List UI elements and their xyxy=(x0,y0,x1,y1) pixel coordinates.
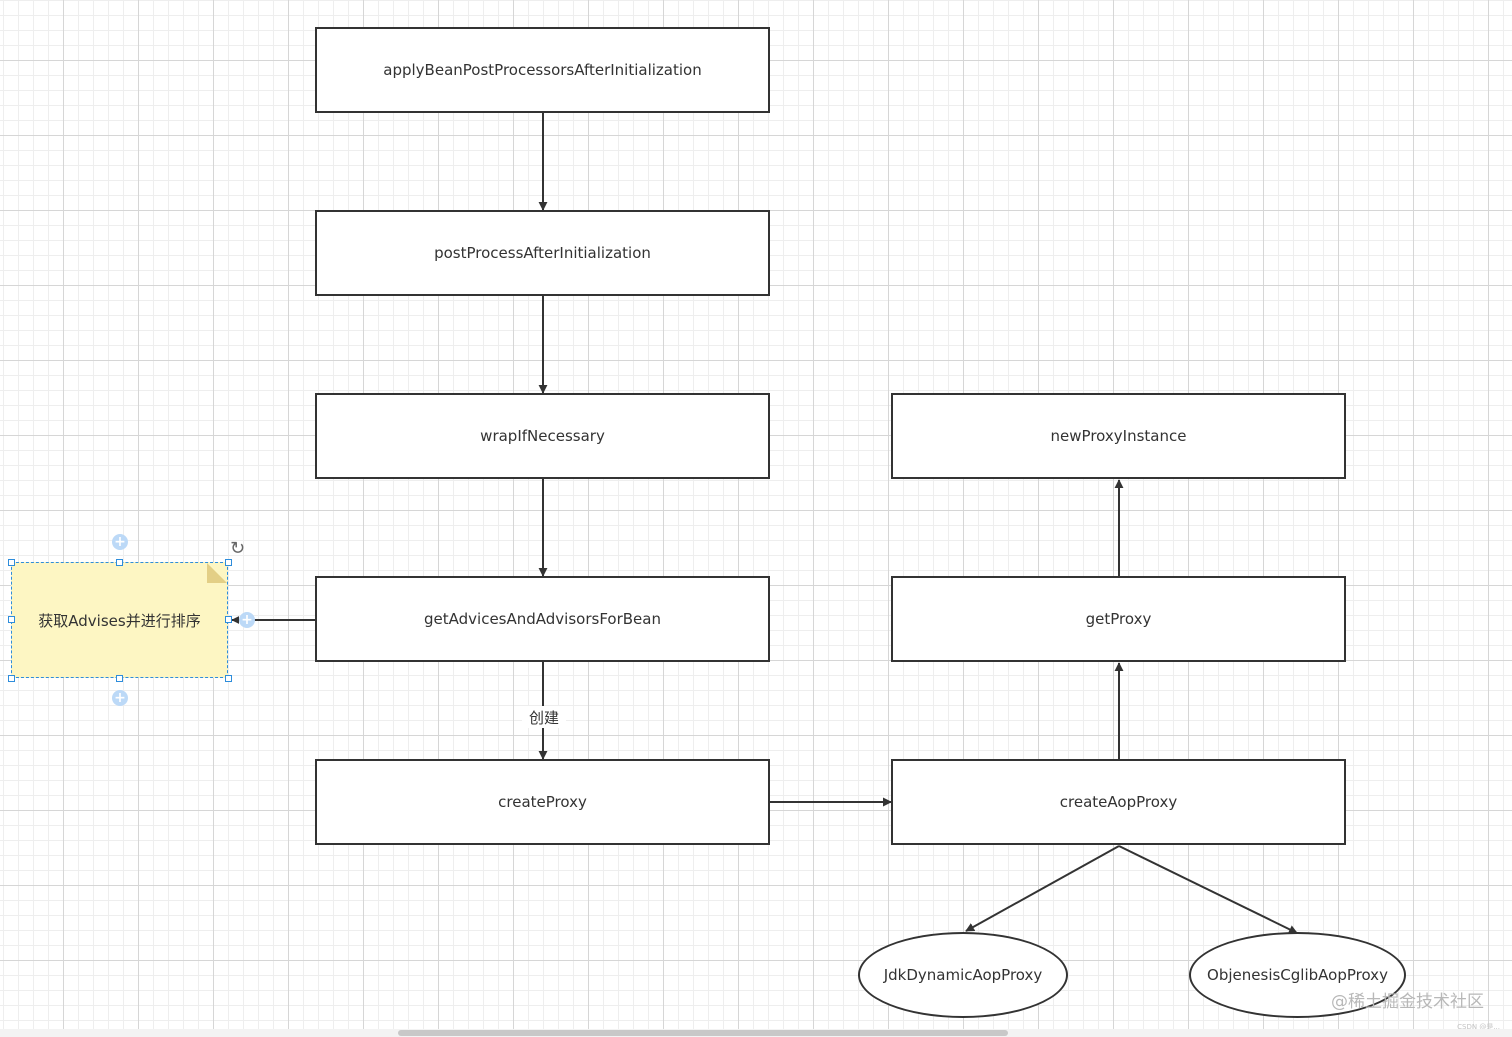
resize-handle-top-right[interactable] xyxy=(225,559,232,566)
add-connection-top-plus-icon[interactable]: + xyxy=(112,534,128,550)
resize-handle-bottom-right[interactable] xyxy=(225,675,232,682)
node-label: applyBeanPostProcessorsAfterInitializati… xyxy=(383,61,702,79)
node-label: getProxy xyxy=(1085,610,1152,628)
node-label: createAopProxy xyxy=(1059,793,1178,811)
resize-handle-bottom[interactable] xyxy=(116,675,123,682)
node-label: newProxyInstance xyxy=(1050,427,1187,445)
horizontal-scrollbar[interactable] xyxy=(0,1029,1512,1037)
node-create-proxy[interactable]: createProxy xyxy=(315,759,770,845)
watermark-text: @稀土掘金技术社区 xyxy=(1331,992,1484,1012)
node-wrap-if-necessary[interactable]: wrapIfNecessary xyxy=(315,393,770,479)
node-label: postProcessAfterInitialization xyxy=(434,244,651,262)
horizontal-scrollbar-thumb[interactable] xyxy=(398,1030,1008,1036)
node-label: ObjenesisCglibAopProxy xyxy=(1207,966,1388,984)
resize-handle-bottom-left[interactable] xyxy=(8,675,15,682)
edge-label-create: 创建 xyxy=(522,706,566,728)
node-label: JdkDynamicAopProxy xyxy=(883,966,1043,984)
node-new-proxy-instance[interactable]: newProxyInstance xyxy=(891,393,1346,479)
rotate-icon[interactable]: ↻ xyxy=(230,538,246,559)
node-jdk-dynamic-aop-proxy[interactable]: JdkDynamicAopProxy xyxy=(858,932,1068,1018)
node-get-proxy[interactable]: getProxy xyxy=(891,576,1346,662)
note-text: 获取Advises并进行排序 xyxy=(38,611,201,630)
node-label: getAdvicesAndAdvisorsForBean xyxy=(424,610,661,628)
node-objenesis-cglib-aop-proxy[interactable]: ObjenesisCglibAopProxy xyxy=(1189,932,1406,1018)
sticky-note[interactable]: 获取Advises并进行排序 xyxy=(11,562,228,678)
edge-createaopproxy-to-jdk[interactable] xyxy=(965,845,1120,932)
node-get-advices-and-advisors-for-bean[interactable]: getAdvicesAndAdvisorsForBean xyxy=(315,576,770,662)
note-fold-corner xyxy=(207,563,227,583)
node-label: createProxy xyxy=(498,793,587,811)
add-connection-bottom-plus-icon[interactable]: + xyxy=(112,690,128,706)
resize-handle-left[interactable] xyxy=(8,616,15,623)
add-connection-right-plus-icon[interactable]: + xyxy=(239,612,255,628)
node-create-aop-proxy[interactable]: createAopProxy xyxy=(891,759,1346,845)
resize-handle-right[interactable] xyxy=(225,616,232,623)
node-apply-bean-post-processors[interactable]: applyBeanPostProcessorsAfterInitializati… xyxy=(315,27,770,113)
resize-handle-top-left[interactable] xyxy=(8,559,15,566)
node-post-process-after-initialization[interactable]: postProcessAfterInitialization xyxy=(315,210,770,296)
watermark-small-text: CSDN @是... xyxy=(1457,1023,1500,1031)
resize-handle-top[interactable] xyxy=(116,559,123,566)
node-label: wrapIfNecessary xyxy=(480,427,605,445)
edge-createaopproxy-to-cglib[interactable] xyxy=(1118,845,1298,934)
